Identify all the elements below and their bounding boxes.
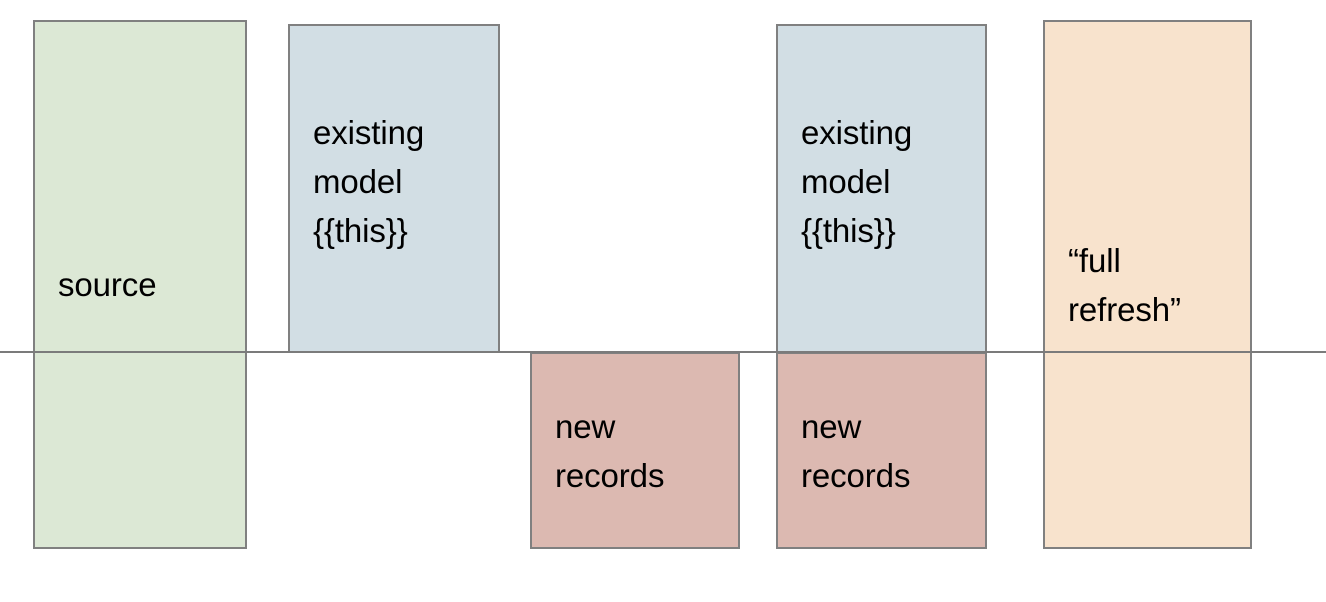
node-new-records-2-label: new records: [801, 407, 911, 494]
node-new-records-2[interactable]: new records: [776, 352, 987, 549]
node-existing-model-2[interactable]: existing model {{this}}: [776, 24, 987, 353]
node-existing-model-1-label: existing model {{this}}: [313, 114, 425, 249]
node-new-records-1[interactable]: new records: [530, 352, 740, 549]
node-full-refresh[interactable]: “full refresh”: [1043, 20, 1252, 549]
node-source-label: source: [58, 266, 157, 303]
node-source[interactable]: source: [33, 20, 247, 549]
node-full-refresh-label: “full refresh”: [1068, 241, 1181, 328]
horizontal-timeline-divider: [0, 351, 1326, 353]
node-existing-model-2-label: existing model {{this}}: [801, 114, 913, 249]
node-existing-model-1[interactable]: existing model {{this}}: [288, 24, 500, 353]
node-new-records-1-label: new records: [555, 407, 665, 494]
